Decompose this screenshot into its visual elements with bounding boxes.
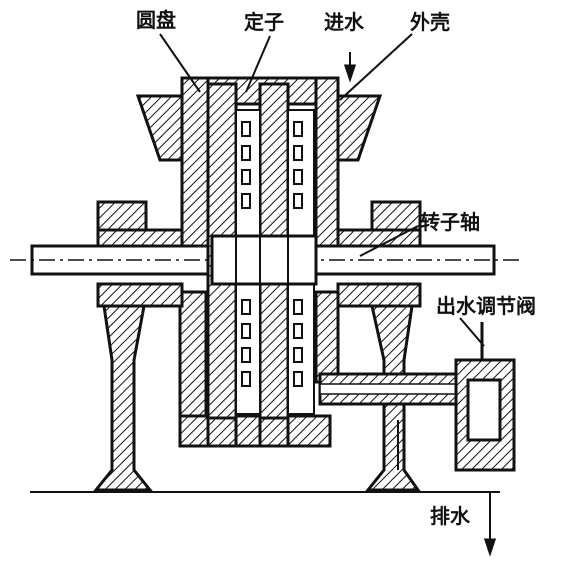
label-disc: 圆盘 — [136, 8, 176, 32]
label-rotor-shaft: 转子轴 — [420, 210, 480, 234]
label-stator: 定子 — [244, 10, 284, 34]
disc-slots — [241, 121, 303, 387]
right-bearing-lower — [336, 282, 422, 308]
label-water-in: 进水 — [324, 10, 364, 34]
outlet-pipe-inner — [319, 383, 461, 395]
left-bearing-lower — [96, 282, 184, 308]
left-bearing-cap — [96, 200, 148, 234]
stator-3 — [206, 416, 238, 448]
left-leg — [92, 304, 154, 492]
housing-right-lower — [314, 290, 340, 384]
label-outlet-valve: 出水调节阀 — [436, 294, 536, 318]
valve-inner — [466, 378, 502, 442]
housing-bottom — [178, 414, 332, 448]
housing-right-wall — [314, 76, 340, 250]
label-drain: 排水 — [430, 504, 470, 528]
disc-group — [210, 109, 318, 415]
right-bearing-cap — [370, 200, 422, 234]
stator-4 — [258, 416, 290, 448]
label-housing: 外壳 — [410, 10, 450, 34]
housing-left-lower — [178, 290, 208, 426]
hopper-right — [334, 94, 383, 162]
hopper-left — [135, 94, 184, 162]
housing-left-wall — [180, 76, 210, 250]
